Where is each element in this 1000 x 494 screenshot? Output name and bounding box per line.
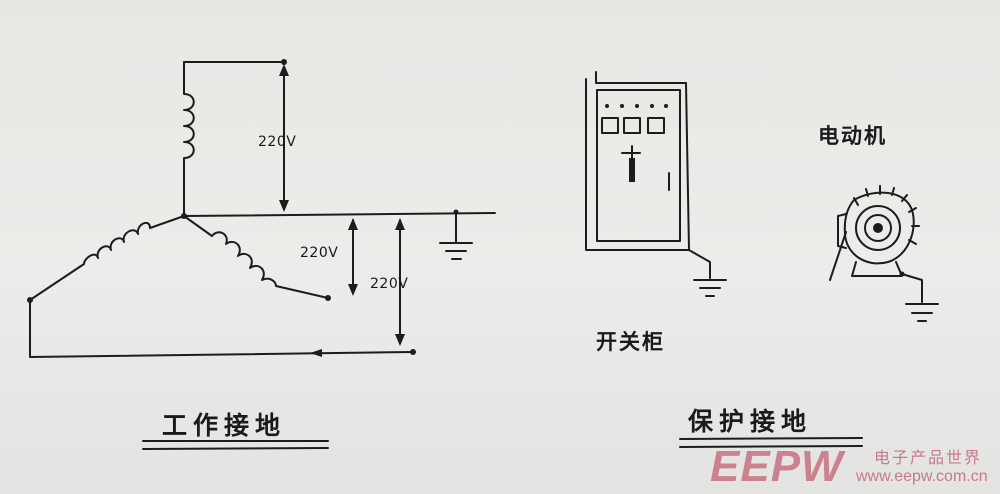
terminal-top	[281, 59, 287, 65]
neutral-node	[181, 213, 187, 219]
motor-housing	[843, 191, 915, 265]
indicator-lamp	[650, 104, 654, 108]
meter-windows	[601, 117, 665, 134]
watermark-url: www.eepw.com.cn	[856, 468, 988, 485]
indicator-lamp	[664, 104, 668, 108]
indicator-lamp	[620, 104, 624, 108]
voltage-label-phase: 220V	[258, 134, 297, 150]
motor-node	[899, 271, 905, 277]
arrowhead	[348, 218, 358, 230]
motor-shaft	[873, 223, 883, 233]
eepw-logo: EEPW	[710, 442, 844, 491]
vertical-winding	[183, 61, 195, 217]
arrowhead	[348, 284, 358, 296]
right-diagram-title: 保护接地	[688, 407, 813, 436]
switchgear-earth-wire	[688, 249, 711, 279]
neutral-earth-symbol	[439, 242, 473, 260]
right-winding	[183, 215, 329, 299]
left-title-underline	[142, 440, 329, 450]
left-winding	[29, 215, 185, 301]
indicator-lamp	[605, 104, 609, 108]
right-title-underline	[679, 437, 863, 448]
arrowhead	[279, 64, 289, 76]
motor-stator	[855, 205, 901, 251]
motor-label: 电动机	[818, 124, 887, 148]
motor-earth-wire	[901, 273, 923, 303]
terminal-left	[27, 297, 33, 303]
switchgear-earth-symbol	[693, 279, 727, 297]
left-diagram-title: 工作接地	[162, 411, 287, 440]
neutral-earth-node	[453, 209, 459, 215]
terminal-right	[325, 295, 331, 301]
bottom-phase-wire	[29, 299, 414, 358]
voltage-label-ll: 220V	[370, 276, 409, 292]
neutral-line	[183, 212, 496, 217]
watermark-cn-text: 电子产品世界	[874, 448, 983, 467]
motor-rotor	[864, 214, 892, 242]
switchgear-outer	[585, 71, 690, 251]
arrowhead	[310, 349, 322, 357]
switchgear-label: 开关柜	[596, 330, 665, 354]
terminal-bottom	[410, 349, 416, 355]
motor-earth-symbol	[905, 303, 939, 322]
arrowhead	[395, 218, 405, 230]
arrowhead	[395, 334, 405, 346]
motor-base	[851, 261, 903, 277]
motor-fins	[853, 185, 920, 245]
voltage-label-ln: 220V	[300, 245, 339, 261]
motor-frame-line	[829, 231, 847, 281]
switchgear-inner	[596, 89, 681, 242]
eepw-watermark: EEPW 电子产品世界 www.eepw.com.cn	[706, 438, 996, 494]
switchgear-lever	[629, 158, 635, 182]
indicator-lamp	[635, 104, 639, 108]
arrowhead	[279, 200, 289, 212]
